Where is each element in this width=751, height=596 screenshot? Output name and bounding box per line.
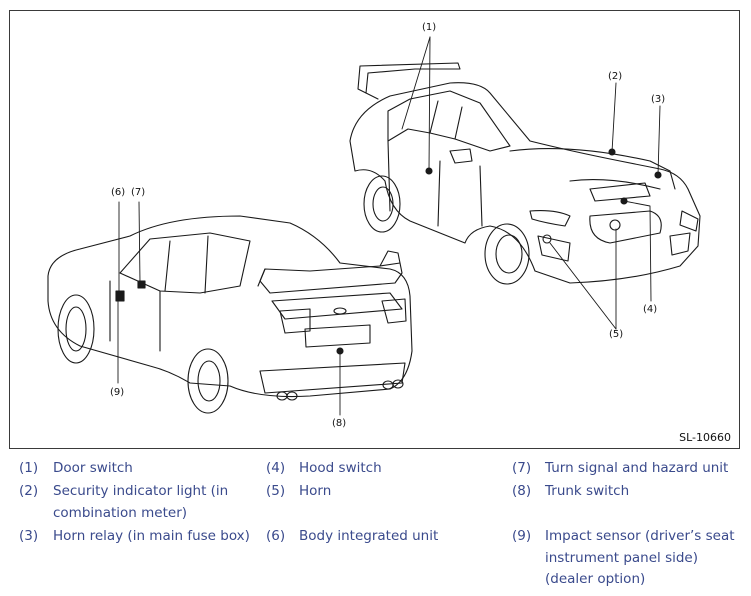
callout-6: (6)	[111, 187, 126, 198]
legend-text: Horn relay (in main fuse box)	[53, 528, 250, 544]
legend-text: Body integrated unit	[299, 528, 439, 544]
callout-5: (5)	[609, 329, 624, 340]
leader-lines	[117, 36, 661, 416]
legend-text: instrument panel side)	[545, 550, 699, 566]
legend-number: (9)	[512, 528, 532, 544]
legend-text: Hood switch	[299, 460, 382, 476]
callout-1: (1)	[422, 22, 437, 33]
callout-7: (7)	[131, 187, 146, 198]
legend-text: Horn	[299, 483, 332, 499]
legend-number: (6)	[266, 528, 286, 544]
callout-8: (8)	[332, 418, 347, 429]
legend-number: (4)	[266, 460, 286, 476]
legend-text: Turn signal and hazard unit	[545, 460, 729, 476]
legend-text: Door switch	[53, 460, 133, 476]
legend-number: (7)	[512, 460, 532, 476]
legend-number: (5)	[266, 483, 286, 499]
legend-number: (3)	[19, 528, 39, 544]
rear-car-drawing	[47, 215, 413, 414]
legend-text: Trunk switch	[545, 483, 630, 499]
car-diagram	[47, 36, 701, 416]
callout-4: (4)	[643, 304, 658, 315]
callout-2: (2)	[608, 71, 623, 82]
callout-3: (3)	[651, 94, 666, 105]
figure-code: SL-10660	[679, 431, 731, 444]
callout-9: (9)	[110, 387, 125, 398]
legend-text: Security indicator light (in	[53, 483, 229, 499]
front-car-drawing	[349, 62, 701, 285]
legend-text: Impact sensor (driver’s seat	[545, 528, 735, 544]
diagram-frame: (1) (2) (3) (4) (5) (6) (7) (8) (9) SL-1…	[9, 10, 740, 449]
legend-number: (2)	[19, 483, 39, 499]
legend-text: combination meter)	[53, 505, 188, 521]
legend-number: (8)	[512, 483, 532, 499]
legend-number: (1)	[19, 460, 39, 476]
legend-text: (dealer option)	[545, 571, 646, 587]
